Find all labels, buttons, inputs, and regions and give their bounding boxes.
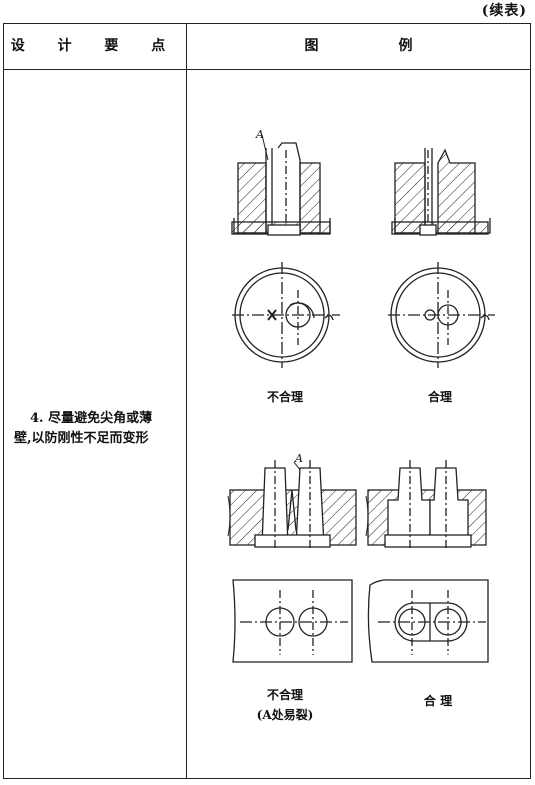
label-bad-bottom-note: (A处易裂) [256, 708, 314, 722]
drawing-bad-bottom-section [227, 460, 357, 548]
label-good-bottom: 合 理 [423, 694, 453, 708]
label-good-top: 合理 [427, 390, 452, 404]
label-bad-top: 不合理 [266, 390, 303, 404]
drawing-bad-top-section [231, 134, 331, 236]
table-caption: (续表) [481, 3, 527, 19]
label-bad-bottom: 不合理 [266, 688, 303, 702]
table-header: 设 计 要 点 图例 [4, 24, 530, 70]
design-table: 设 计 要 点 图例 4. 尽量避免尖角或薄 壁,以防刚性不足而变形 [3, 23, 531, 779]
marker-a-bottom: A [294, 452, 303, 465]
header-illustration-char2: 例 [398, 38, 413, 54]
design-point-line2: 壁,以防刚性不足而变形 [14, 431, 149, 446]
drawing-bad-top-plan [232, 262, 340, 368]
header-design-points: 设 计 要 点 [10, 38, 180, 54]
header-illustration-char1: 图 [304, 38, 319, 54]
header-illustration: 图例 [187, 24, 530, 69]
design-point-line1: 4. 尽量避免尖角或薄 [30, 411, 153, 426]
drawing-good-top-plan [388, 262, 495, 368]
design-point-text: 4. 尽量避免尖角或薄 壁,以防刚性不足而变形 [14, 409, 184, 449]
column-divider [186, 24, 187, 778]
marker-a-top: A [255, 128, 264, 141]
drawing-bad-bottom-plan [232, 579, 353, 663]
drawing-good-top-section [391, 148, 491, 236]
drawing-good-bottom-section [365, 460, 487, 548]
drawing-good-bottom-plan [367, 579, 489, 663]
